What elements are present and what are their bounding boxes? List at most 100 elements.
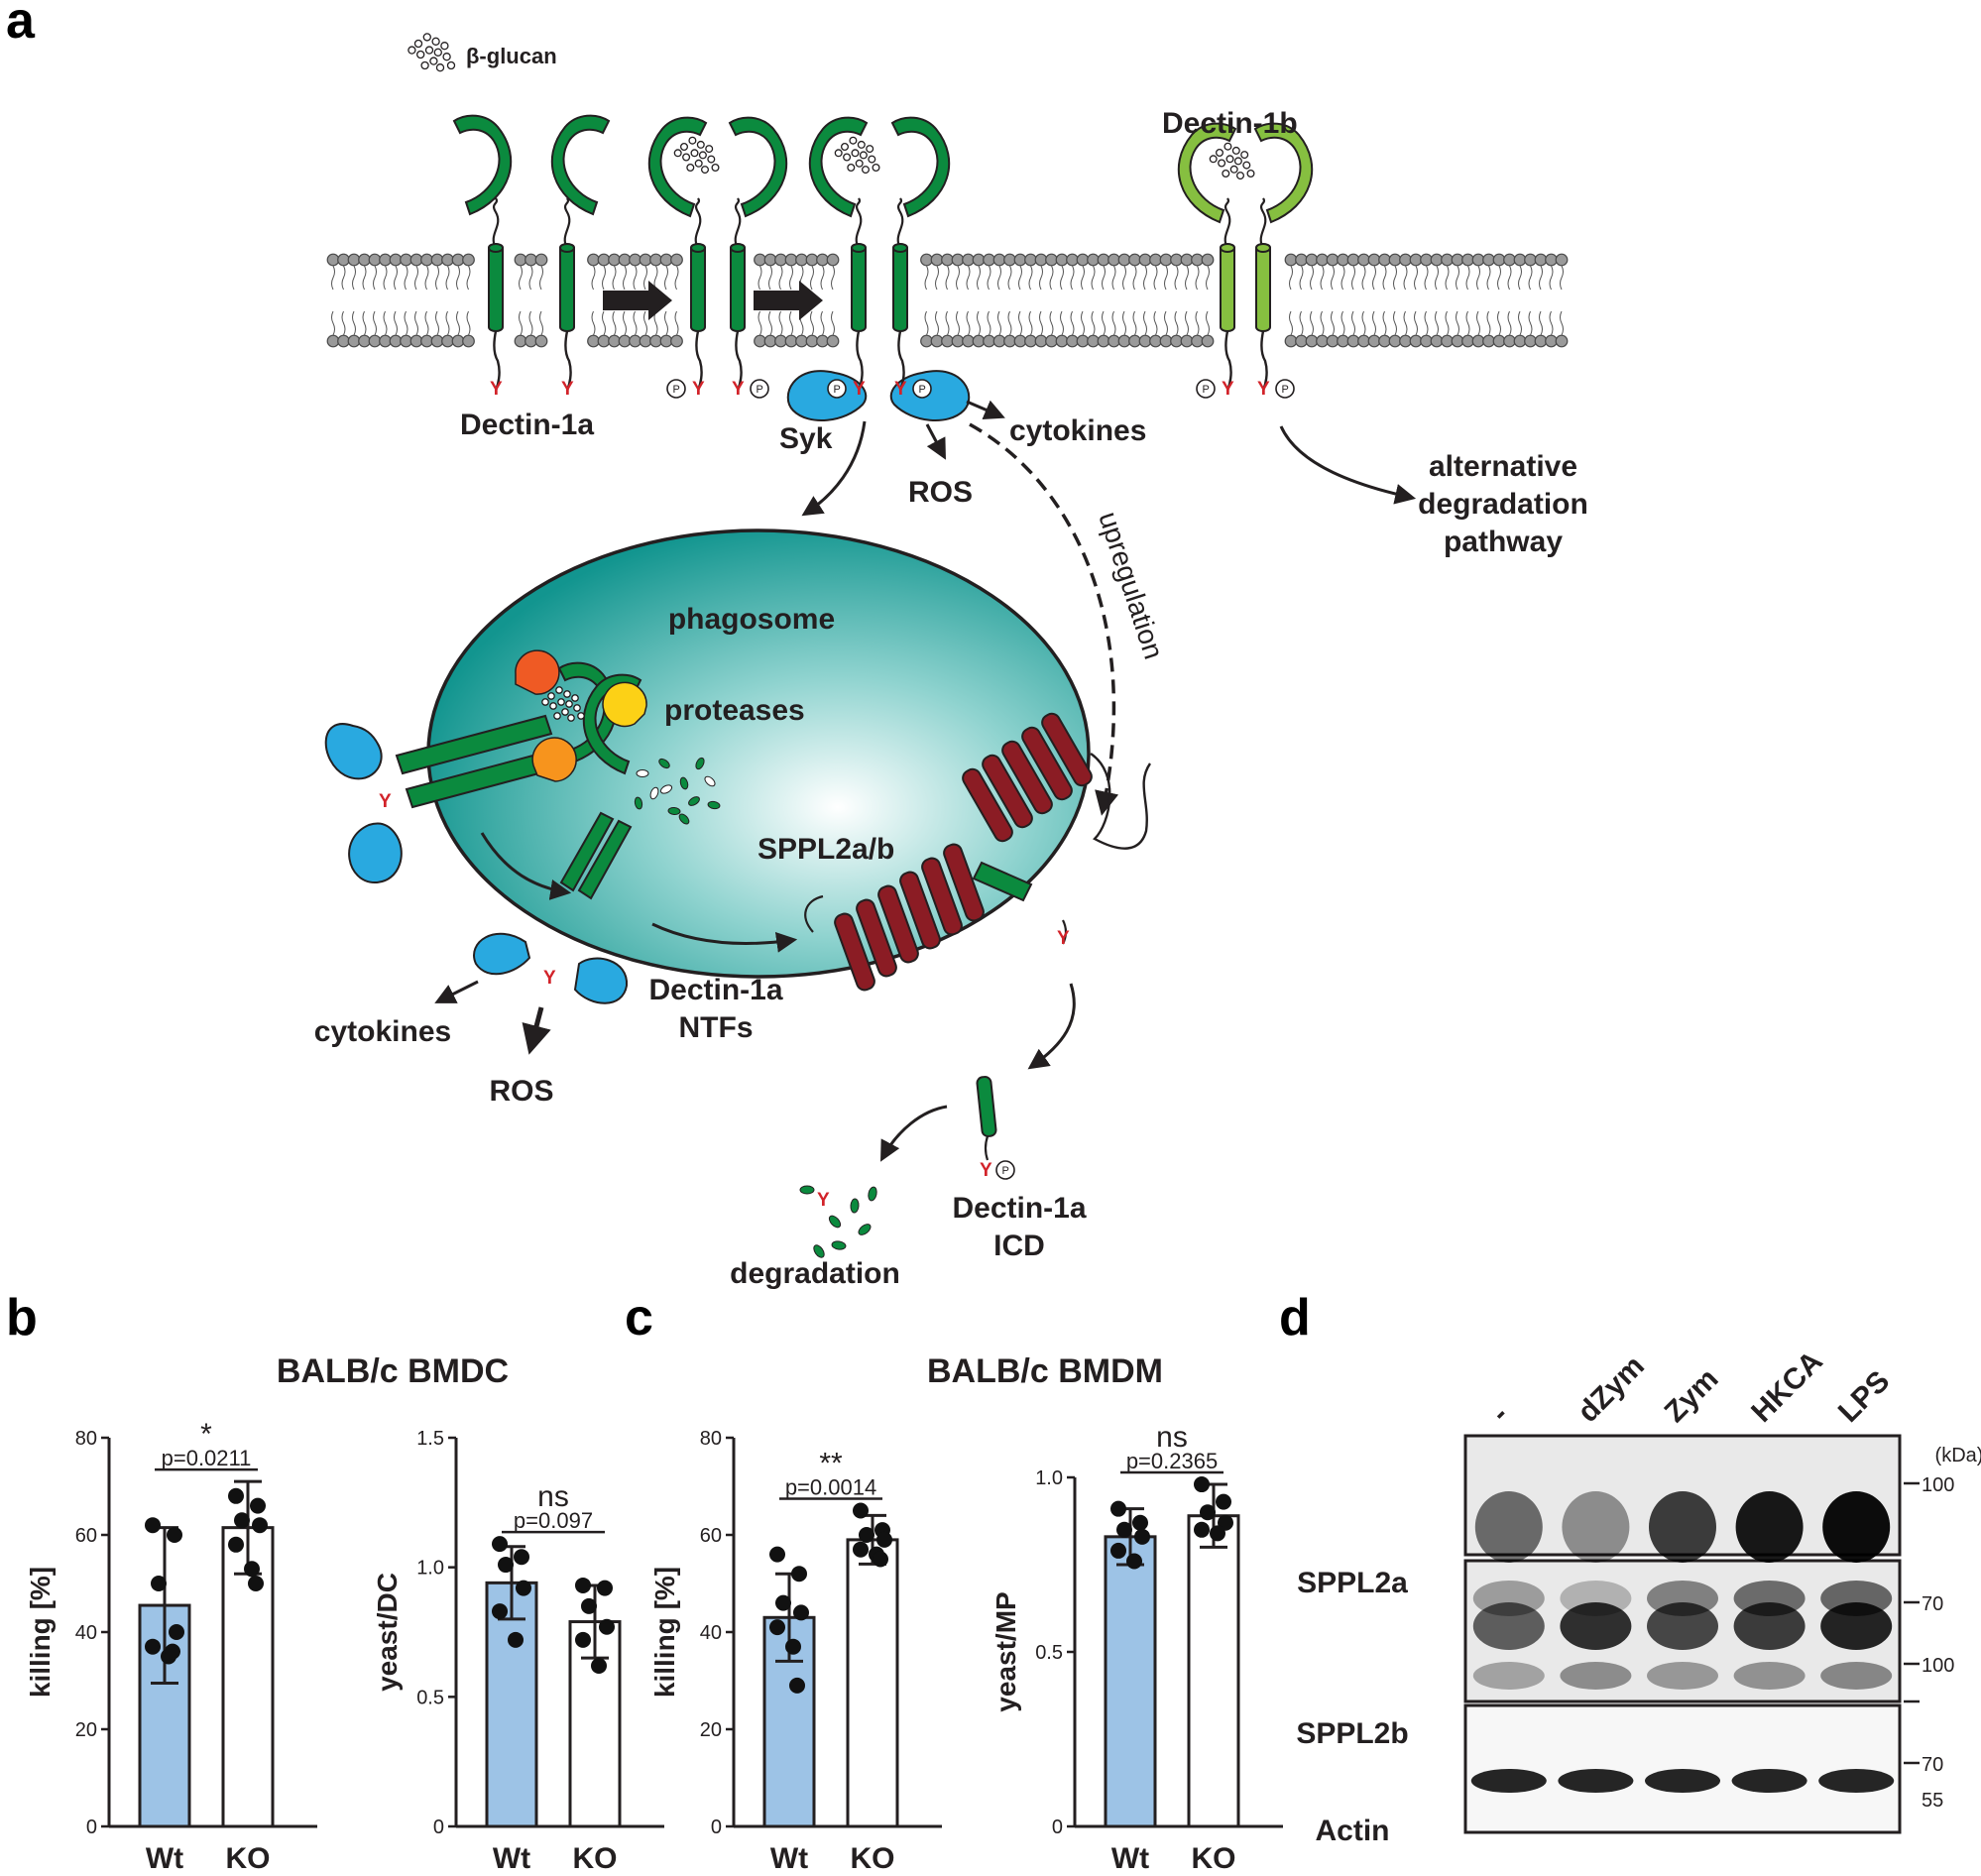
phospho-circle <box>666 379 686 399</box>
lipid-head <box>1399 253 1412 267</box>
lipid-head <box>1367 253 1381 267</box>
lipid-head <box>1087 253 1100 267</box>
lipid-tail <box>1122 265 1126 336</box>
lipid-head <box>639 253 652 267</box>
lipid-head <box>1378 334 1391 348</box>
phospho-label: P <box>673 384 680 396</box>
data-point <box>145 1517 161 1534</box>
glucan-bead <box>1233 157 1242 166</box>
lipid-tail <box>1456 265 1459 336</box>
marker-actin-55: 55 <box>1922 1790 1943 1812</box>
lipid-head <box>514 253 527 267</box>
lipid-head <box>826 253 840 267</box>
lipid-head <box>1513 334 1527 348</box>
lipid-head <box>1170 334 1183 348</box>
lipid-head <box>1492 253 1506 267</box>
lipid-head <box>983 253 995 267</box>
lipid-head <box>409 334 423 348</box>
degraded-fragment <box>831 1240 847 1250</box>
lipid-tail <box>977 265 981 336</box>
lipid-head <box>524 253 537 267</box>
x-tick-label: Wt <box>770 1842 808 1875</box>
lipid-tail <box>789 265 793 336</box>
glucan-bead <box>686 163 695 173</box>
lipid-tail <box>1445 265 1450 336</box>
glucan-bead <box>861 166 871 175</box>
cytoplasmic-tail <box>564 330 572 392</box>
data-point <box>165 1643 180 1660</box>
lipid-head <box>368 334 382 348</box>
lipid-head <box>326 334 340 348</box>
dectin-1a-head <box>728 116 788 218</box>
phospho-label: P <box>1203 384 1210 396</box>
data-point <box>1194 1476 1210 1493</box>
lipid-head <box>1149 334 1162 348</box>
tyrosine-label: Y <box>894 379 907 400</box>
lipid-tail <box>612 265 617 336</box>
glucan-bead <box>1240 151 1249 160</box>
lipid-head <box>368 253 382 267</box>
peptide-fragment <box>667 806 681 816</box>
marker-sppl2a-70: 70 <box>1922 1593 1943 1615</box>
data-point <box>248 1576 264 1591</box>
sppl2-helix <box>921 857 963 936</box>
y-tick-label: 1.5 <box>416 1428 444 1450</box>
lipid-head <box>618 253 632 267</box>
lipid-tail <box>1539 265 1543 336</box>
degraded-fragment <box>813 1244 825 1258</box>
lipid-head <box>1471 253 1485 267</box>
band-actin <box>1731 1769 1807 1793</box>
lipid-head <box>358 253 371 267</box>
lipid-tail <box>394 265 398 336</box>
lipid-tail <box>1528 265 1533 336</box>
lipid-head <box>1055 253 1069 267</box>
marker-sppl2b-100: 100 <box>1922 1655 1954 1677</box>
lipid-tail <box>1028 265 1033 336</box>
dectin-1a-head <box>550 114 611 216</box>
arrow-to-alt-degradation <box>1279 425 1417 505</box>
blot-row-actin: Actin <box>1316 1815 1390 1847</box>
receptor-stalk <box>492 197 500 249</box>
lipid-head <box>1076 334 1090 348</box>
lipid-tail <box>997 265 1001 336</box>
y-tick-label: 40 <box>700 1622 722 1644</box>
lipid-head <box>1201 253 1215 267</box>
tyrosine-label: Y <box>379 791 392 812</box>
panel-b-title: BALB/c BMDC <box>277 1352 509 1390</box>
helix-top <box>730 243 746 253</box>
transmembrane-helix <box>851 243 867 332</box>
y-tick-label: 0 <box>1052 1817 1063 1838</box>
glucan-bead <box>834 149 843 158</box>
lipid-tail <box>519 265 523 336</box>
degraded-fragment <box>799 1185 815 1195</box>
lipid-head <box>962 253 975 267</box>
lipid-head <box>1159 253 1173 267</box>
glucan-bead <box>555 686 563 694</box>
lipid-head <box>805 334 819 348</box>
lane-label: Zym <box>1659 1362 1725 1429</box>
receptor-stalk <box>896 197 904 249</box>
lane-label: HKCA <box>1745 1345 1829 1429</box>
glucan-bead <box>433 48 442 57</box>
transmembrane-helix <box>1220 243 1235 332</box>
y-tick-label: 0 <box>711 1817 722 1838</box>
sppl2-helix <box>943 843 985 922</box>
beta-glucan-label: β-glucan <box>466 44 557 68</box>
phospho-circle <box>827 379 847 399</box>
transmembrane-helix <box>730 243 746 332</box>
peptide-fragment <box>636 769 649 777</box>
helix-top <box>559 243 575 253</box>
lipid-tail <box>1153 265 1158 336</box>
lipid-tail <box>352 265 356 336</box>
syk-kinase-ntf <box>573 957 629 1004</box>
lipid-tail <box>528 265 533 336</box>
y-tick-label: 80 <box>700 1428 722 1450</box>
significance-label: ns <box>1156 1421 1188 1454</box>
ros-top-label: ROS <box>908 476 973 509</box>
glucan-bead <box>573 704 581 712</box>
data-point <box>1132 1514 1148 1531</box>
data-point <box>244 1561 260 1578</box>
lipid-head <box>795 334 808 348</box>
